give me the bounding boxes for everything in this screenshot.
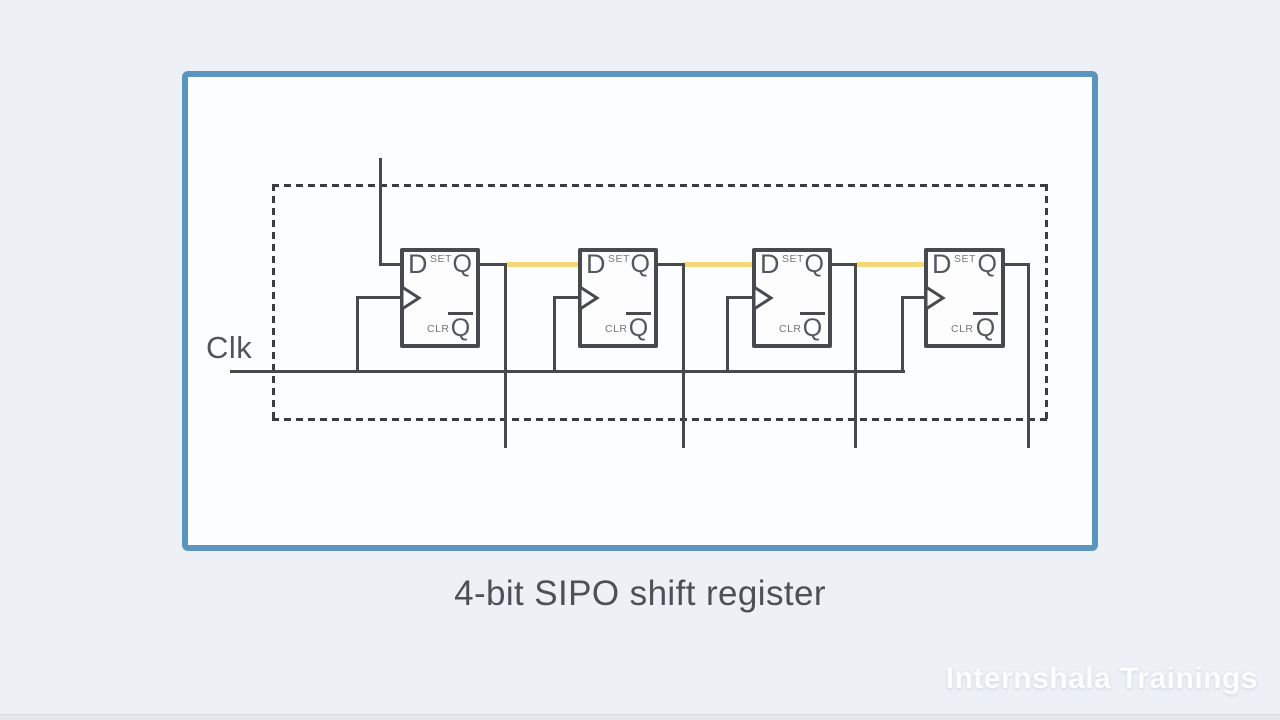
qbar-output-label: Q: [799, 311, 826, 342]
q-output-label: Q: [977, 250, 997, 278]
clr-label: CLR: [779, 323, 802, 335]
wire-clock-tap2-vertical: [553, 296, 556, 373]
qbar-overline: [626, 311, 651, 315]
qbar-output-label: Q: [447, 311, 474, 342]
qbar-output-label: Q: [972, 311, 999, 342]
dashed-box-bottom: [272, 418, 1048, 421]
wire-output-q2-drop: [854, 263, 857, 448]
wire-q3-stub: [1003, 263, 1030, 266]
flip-flop-4: D SET Q CLR Q: [924, 248, 1005, 348]
wire-clock-tap3-vertical: [726, 296, 729, 373]
q-output-label: Q: [804, 250, 824, 278]
clr-label: CLR: [951, 323, 974, 335]
wire-q2-stub: [830, 263, 858, 266]
bottom-edge-strip: [0, 714, 1280, 720]
wire-serial-input-horizontal: [379, 263, 402, 266]
d-input-label: D: [586, 249, 606, 279]
q-output-label: Q: [630, 250, 650, 278]
set-label: SET: [954, 253, 976, 265]
wire-q0-stub: [478, 263, 507, 266]
qbar-overline: [448, 311, 473, 315]
wire-clock-tap2-horizontal: [553, 296, 580, 299]
clock-label: Clk: [206, 330, 253, 365]
flip-flop-1: D SET Q CLR Q: [400, 248, 480, 348]
wire-clock-tap1-horizontal: [356, 296, 402, 299]
wire-data-q2-d3: [855, 262, 926, 267]
qbar-overline: [973, 311, 998, 315]
set-label: SET: [430, 253, 452, 265]
clock-edge-icon: [752, 285, 774, 311]
clock-edge-icon: [924, 285, 946, 311]
d-input-label: D: [932, 249, 952, 279]
wire-serial-input-vertical: [379, 158, 382, 266]
clock-edge-icon: [578, 285, 600, 311]
clr-label: CLR: [605, 323, 628, 335]
clr-label: CLR: [427, 323, 450, 335]
set-label: SET: [782, 253, 804, 265]
wire-output-q1-drop: [682, 263, 685, 448]
dashed-box-right: [1045, 184, 1048, 421]
d-input-label: D: [408, 249, 428, 279]
wire-clock-tap4-vertical: [901, 296, 904, 373]
watermark: Internshala Trainings: [945, 662, 1258, 695]
dashed-box-left: [272, 184, 275, 421]
wire-clock-tap1-vertical: [356, 296, 359, 373]
wire-q1-stub: [656, 263, 685, 266]
wire-clock-bus: [230, 370, 905, 373]
wire-clock-tap4-horizontal: [901, 296, 926, 299]
d-input-label: D: [760, 249, 780, 279]
wire-output-q0-drop: [504, 263, 507, 448]
diagram-caption: 4-bit SIPO shift register: [454, 574, 826, 613]
set-label: SET: [608, 253, 630, 265]
qbar-output-label: Q: [625, 311, 652, 342]
flip-flop-2: D SET Q CLR Q: [578, 248, 658, 348]
flip-flop-3: D SET Q CLR Q: [752, 248, 832, 348]
q-output-label: Q: [452, 250, 472, 278]
wire-data-q1-d2: [683, 262, 754, 267]
wire-clock-tap3-horizontal: [726, 296, 754, 299]
wire-output-q3-drop: [1027, 263, 1030, 448]
wire-data-q0-d1: [505, 262, 580, 267]
dashed-box-top: [272, 184, 1048, 187]
qbar-overline: [800, 311, 825, 315]
clock-edge-icon: [400, 285, 422, 311]
